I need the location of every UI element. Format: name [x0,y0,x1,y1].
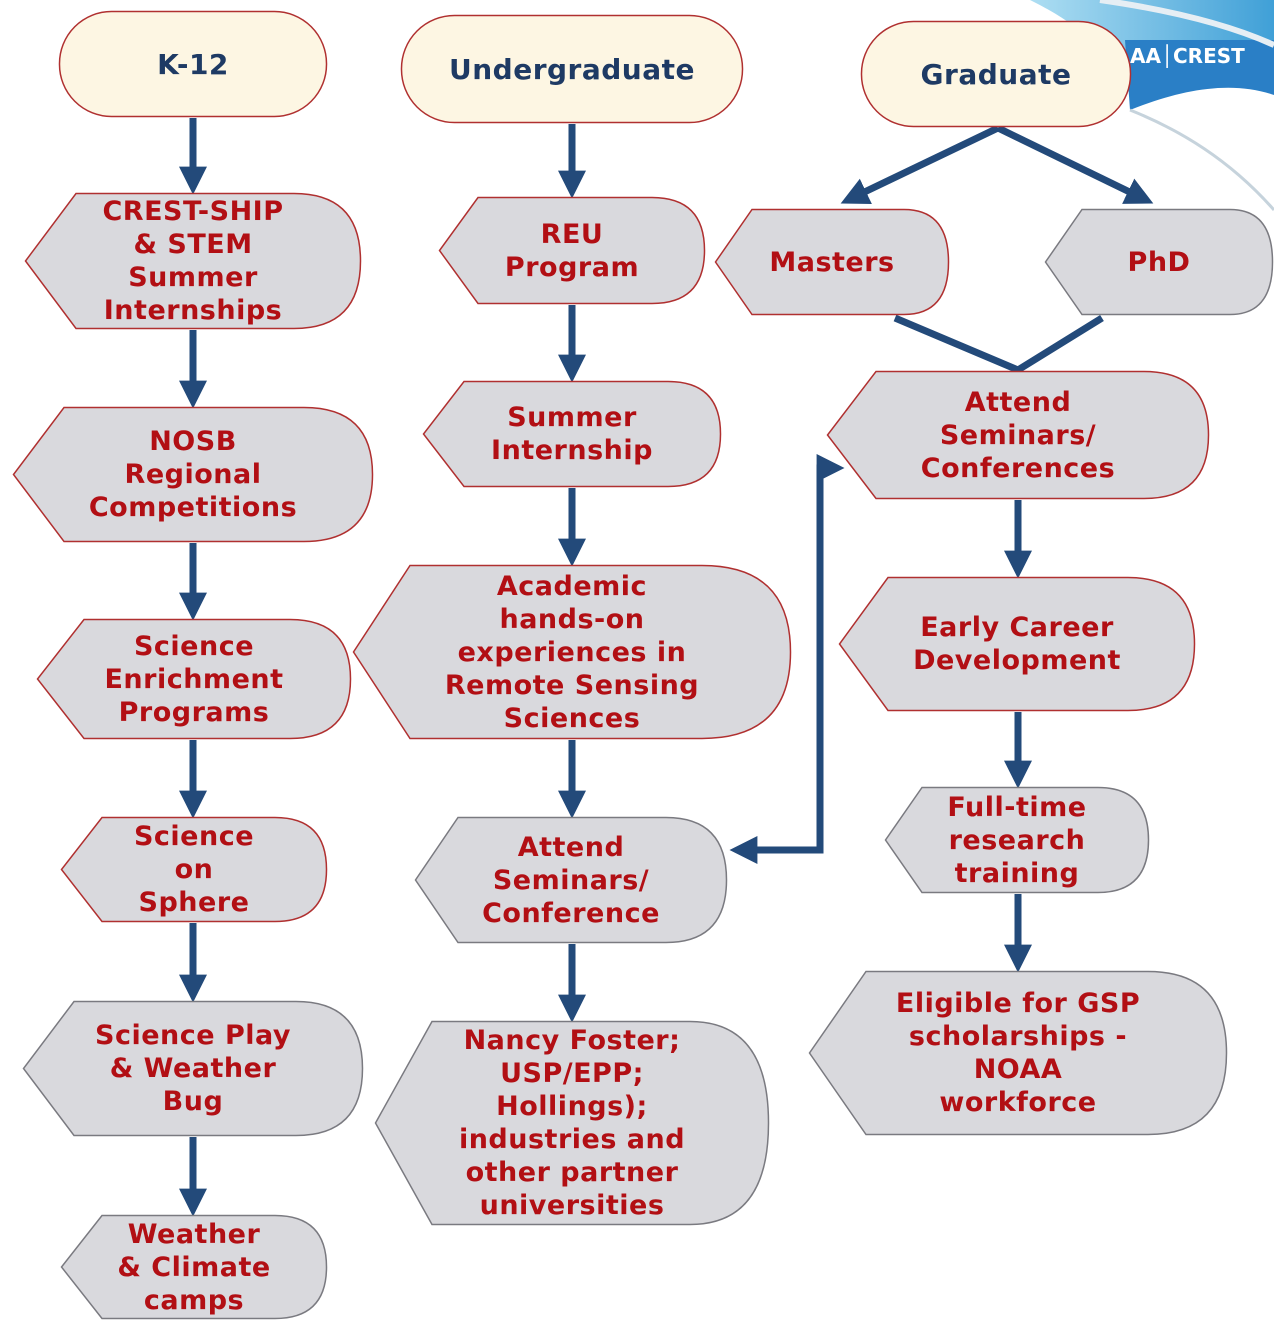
undergraduate-step-5: Nancy Foster; USP/EPP; Hollings); indust… [374,1020,770,1226]
k12-step-2-label: NOSB Regional Competitions [88,426,298,523]
undergraduate-step-2-label: Summer Internship [491,402,653,466]
graduate-start-node: Graduate [860,20,1132,128]
crest-logo-text: AA│CREST [1130,44,1245,68]
undergraduate-step-3-label: Academic hands-on experiences in Remote … [444,570,700,734]
k12-step-6-label: Weather & Climate camps [117,1218,271,1316]
graduate-step-1: Attend Seminars/ Conferences [826,370,1210,500]
k12-step-3: Science Enrichment Programs [36,618,352,740]
k12-step-1-label: CREST-SHIP & STEM Summer Internships [102,196,284,326]
k12-step-6: Weather & Climate camps [60,1214,328,1320]
undergraduate-step-4-label: Attend Seminars/ Conference [482,831,660,929]
graduate-branch-masters: Masters [714,208,950,316]
k12-step-5: Science Play & Weather Bug [22,1000,364,1137]
graduate-step-4-label: Eligible for GSP scholarships - NOAA wor… [895,988,1141,1118]
graduate-step-2: Early Career Development [838,576,1196,712]
k12-step-1: CREST-SHIP & STEM Summer Internships [24,192,362,330]
undergraduate-step-3: Academic hands-on experiences in Remote … [352,564,792,740]
undergraduate-step-4: Attend Seminars/ Conference [414,816,728,944]
undergraduate-start-node: Undergraduate [400,14,744,124]
graduate-step-2-label: Early Career Development [913,612,1121,676]
undergraduate-step-1: REU Program [438,196,706,305]
graduate-branch-masters-label: Masters [769,246,895,278]
graduate-step-4: Eligible for GSP scholarships - NOAA wor… [808,970,1228,1136]
k12-step-4: Science on Sphere [60,816,328,923]
undergraduate-step-5-label: Nancy Foster; USP/EPP; Hollings); indust… [458,1025,686,1221]
graduate-branch-phd-label: PhD [1127,246,1191,278]
graduate-branch-phd: PhD [1044,208,1274,316]
graduate-step-1-label: Attend Seminars/ Conferences [920,386,1116,484]
k12-start-label: K-12 [157,47,229,81]
k12-step-3-label: Science Enrichment Programs [104,630,284,728]
undergraduate-step-2: Summer Internship [422,380,722,488]
k12-start-node: K-12 [58,10,328,118]
undergraduate-start-label: Undergraduate [448,52,695,86]
graduate-step-3-label: Full-time research training [947,791,1087,889]
graduate-step-3: Full-time research training [884,786,1150,894]
k12-step-4-label: Science on Sphere [133,821,255,918]
undergraduate-step-1-label: REU Program [504,218,640,283]
k12-step-2: NOSB Regional Competitions [12,406,374,543]
graduate-start-label: Graduate [920,57,1072,91]
k12-step-5-label: Science Play & Weather Bug [95,1020,291,1117]
